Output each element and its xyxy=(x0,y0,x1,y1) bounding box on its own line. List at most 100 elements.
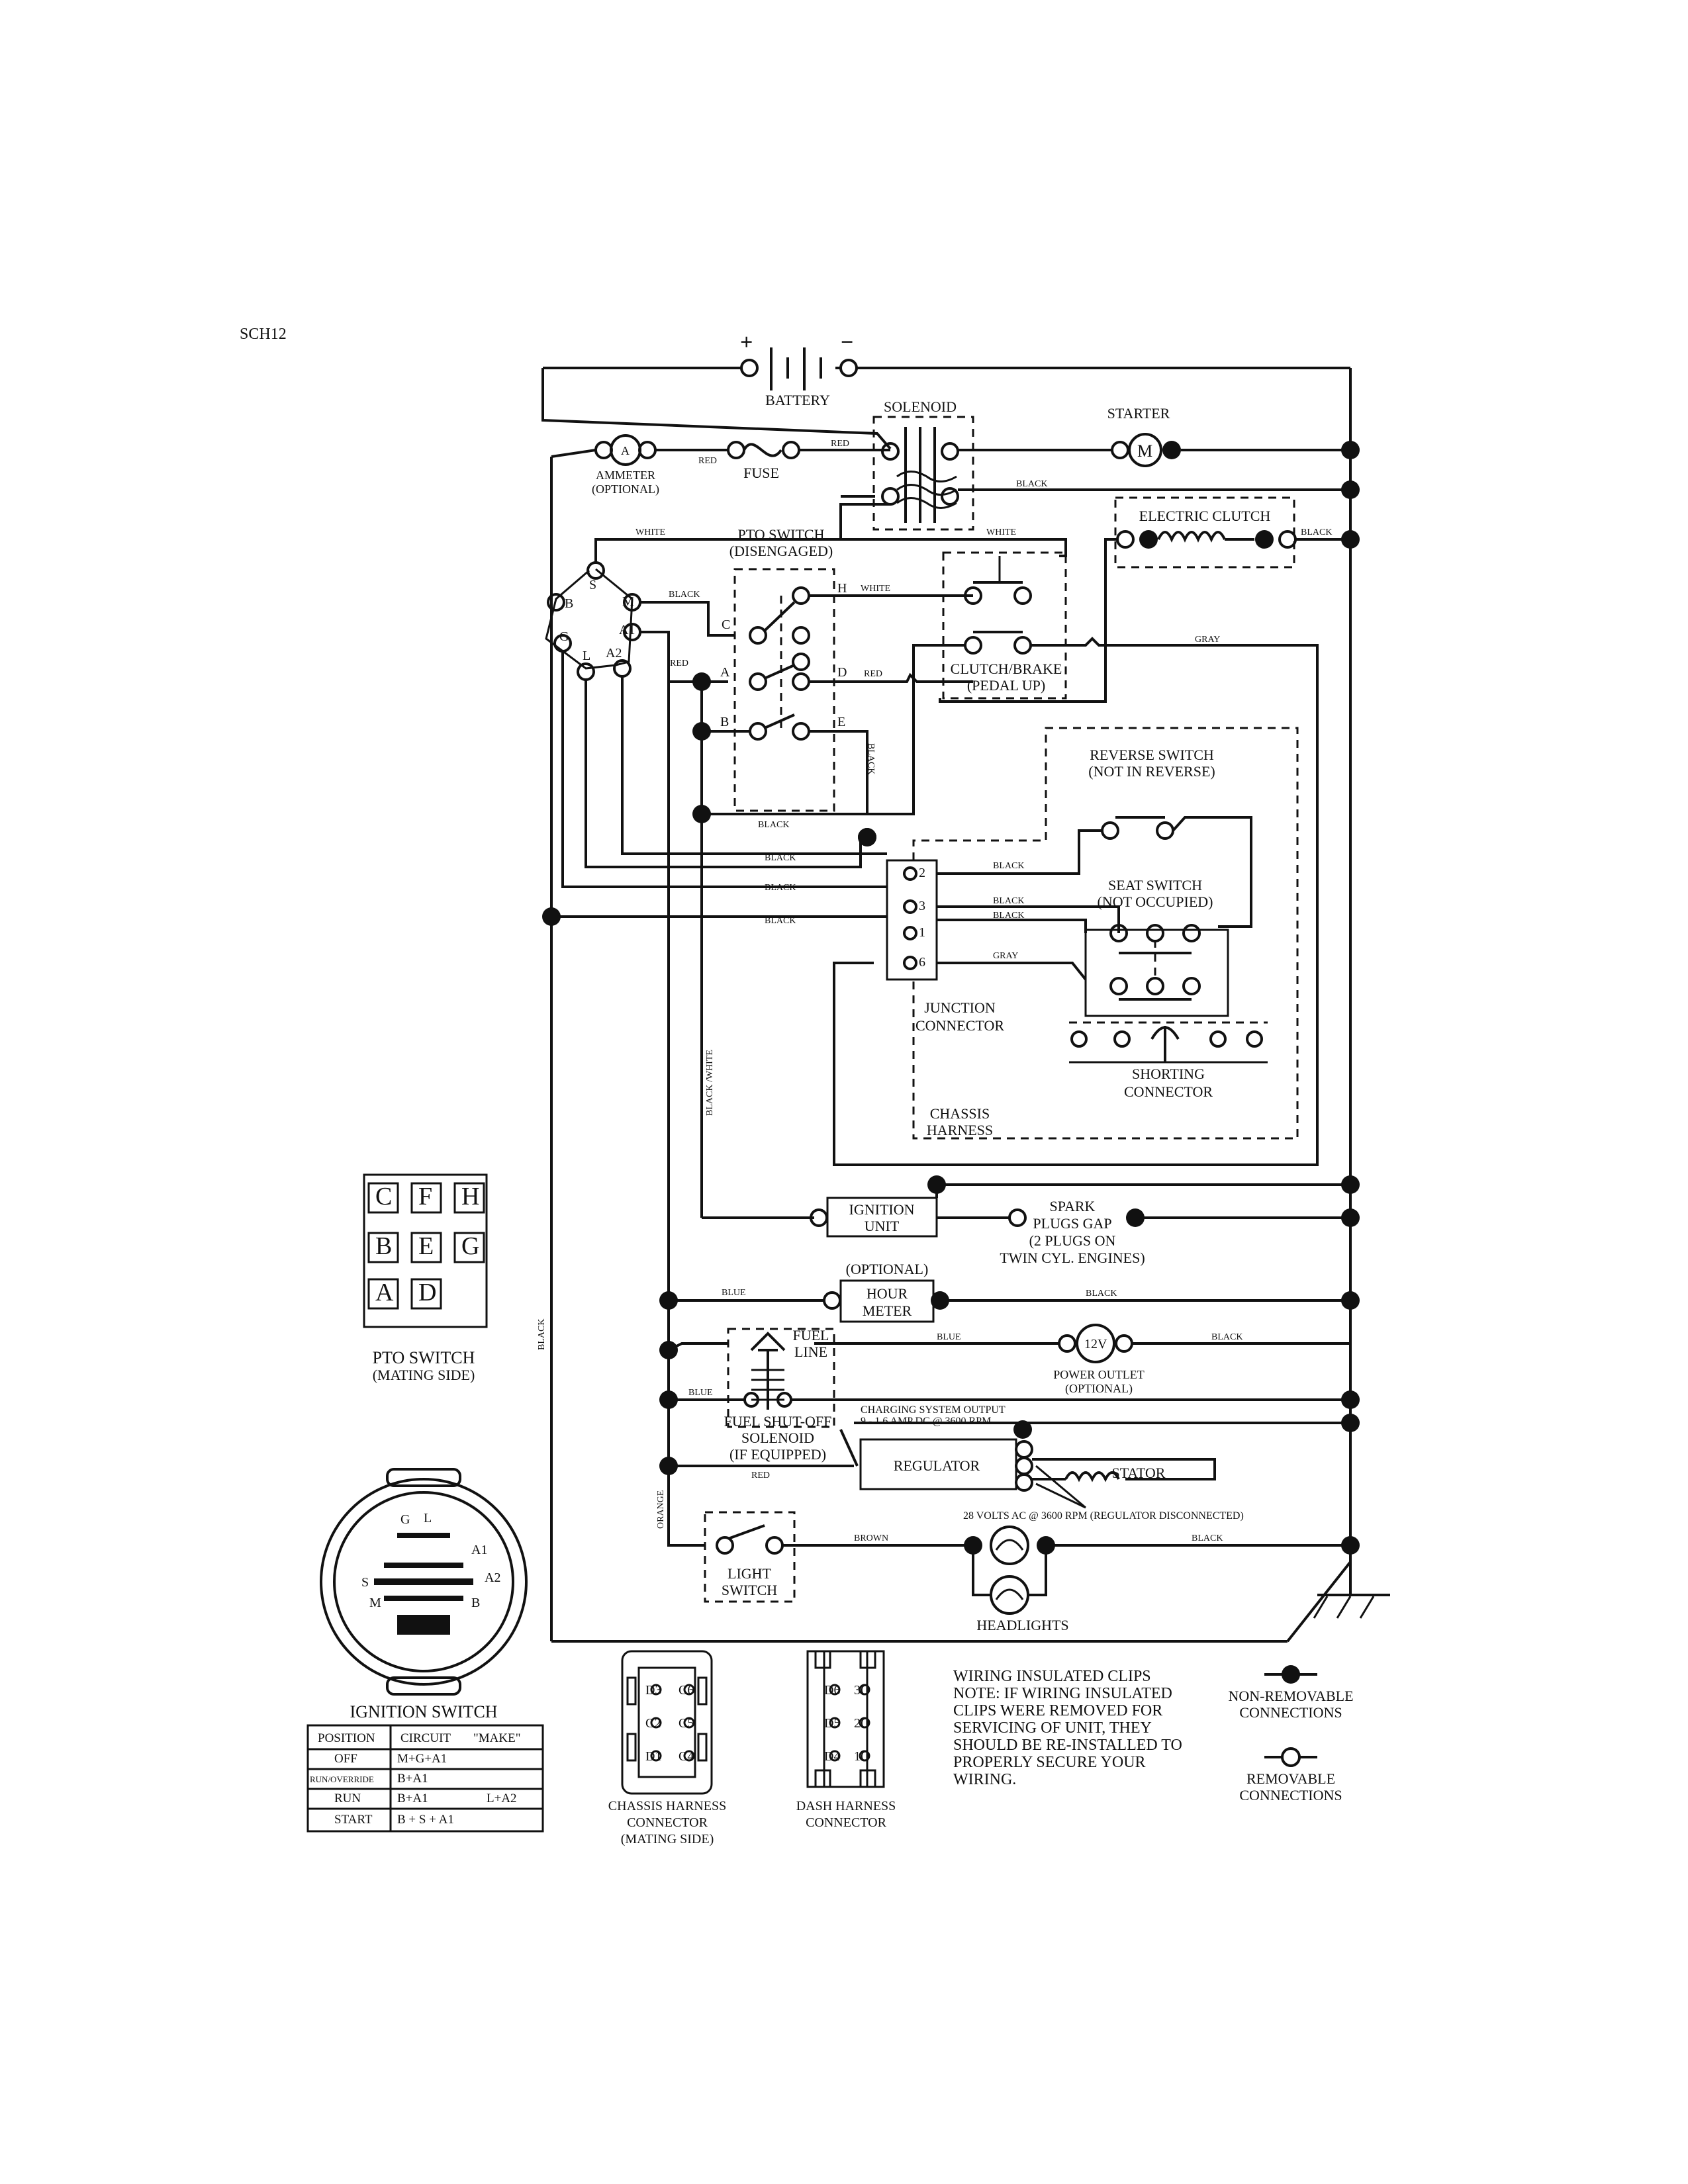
table-header-circuit: CIRCUIT xyxy=(400,1731,451,1745)
wire-label-gray-2: GRAY xyxy=(993,951,1018,961)
connector-pin-label: C4 xyxy=(679,1749,694,1764)
wire-label-black-2: BLACK xyxy=(1301,527,1332,537)
hour-meter-line1: HOUR xyxy=(867,1285,908,1302)
wire-label-black-6: BLACK xyxy=(765,853,796,863)
jc-pin-3: 3 xyxy=(919,899,925,913)
spark-plugs-line4: TWIN CYL. ENGINES) xyxy=(1000,1250,1145,1266)
wire-label-black-9: BLACK xyxy=(537,1319,547,1350)
wire-label-black-15: BLACK xyxy=(1192,1533,1223,1543)
battery-minus: − xyxy=(841,330,853,355)
pto-pin-g: G xyxy=(461,1232,479,1260)
wire-label-red-4: RED xyxy=(864,669,882,679)
note-line7: WIRING. xyxy=(953,1771,1016,1788)
junction-dot xyxy=(1341,441,1360,459)
table-cell: START xyxy=(334,1813,373,1827)
stator: STATOR xyxy=(1032,1458,1216,1482)
note-line2: NOTE: IF WIRING INSULATED xyxy=(953,1685,1172,1702)
note-line3: CLIPS WERE REMOVED FOR xyxy=(953,1702,1162,1719)
wire-label-black-12: BLACK xyxy=(993,911,1024,921)
pto-switch-sub: (DISENGAGED) xyxy=(729,543,833,559)
ignition-switch-label: IGNITION SWITCH xyxy=(350,1702,497,1721)
pto-pin-box xyxy=(367,1278,399,1310)
pto-switch-label: PTO SWITCH xyxy=(738,526,825,543)
light-switch-line1: LIGHT xyxy=(727,1565,772,1582)
wire-label-black-14: BLACK xyxy=(1211,1332,1243,1342)
wire-label-orange: ORANGE xyxy=(656,1490,666,1529)
chassis-connector-line3: (MATING SIDE) xyxy=(621,1832,714,1846)
connector-pin-label: C2 xyxy=(645,1716,661,1731)
legend-non-removable-2: CONNECTIONS xyxy=(1239,1704,1342,1721)
shorting-connector-sub: CONNECTOR xyxy=(1124,1083,1213,1100)
connector-pin-icon xyxy=(859,1750,870,1762)
ign-term-l: L xyxy=(583,649,590,663)
ign-face-g: G xyxy=(400,1512,410,1527)
wire-label-black-13: BLACK xyxy=(1086,1289,1117,1298)
connector-pin-icon xyxy=(829,1750,841,1762)
connector-pin-label: 2C xyxy=(854,1716,869,1731)
legend: NON-REMOVABLE CONNECTIONS REMOVABLE CONN… xyxy=(1228,1665,1354,1803)
ammeter-symbol: A xyxy=(621,444,630,457)
stator-note: 28 VOLTS AC @ 3600 RPM (REGULATOR DISCON… xyxy=(963,1510,1244,1522)
wire-label-blue-1: BLUE xyxy=(722,1288,746,1298)
pto-pin-box xyxy=(410,1232,442,1263)
wire-label-red-2: RED xyxy=(831,439,849,449)
connector-pin-label: D3 xyxy=(645,1683,661,1698)
ignition-switch-wiring: S B M G A1 L A2 xyxy=(545,561,641,681)
table-cell: B+A1 xyxy=(397,1792,428,1805)
table-cell: OFF xyxy=(334,1752,357,1766)
ign-term-a2: A2 xyxy=(606,646,622,660)
wire-label-black-8: BLACK xyxy=(765,916,796,926)
ign-face-l: L xyxy=(424,1511,432,1525)
pto-pin-f: F xyxy=(418,1183,432,1210)
page-label: SCH12 xyxy=(240,326,287,343)
pto-switch: PTO SWITCH (DISENGAGED) C H A D B E xyxy=(720,526,847,812)
table-header-make: "MAKE" xyxy=(473,1731,520,1745)
fuel-line-line1: FUEL xyxy=(793,1327,829,1343)
ign-term-m: M xyxy=(622,594,634,609)
ground-icon xyxy=(1313,1562,1390,1619)
chassis-connector-line2: CONNECTOR xyxy=(627,1815,708,1830)
seat-switch-label: SEAT SWITCH xyxy=(1108,877,1202,893)
jc-pin-1: 1 xyxy=(919,925,925,940)
fuse: FUSE xyxy=(727,441,800,481)
clutch-brake-sub: (PEDAL UP) xyxy=(967,677,1045,694)
wire-label-blue-3: BLUE xyxy=(688,1388,713,1398)
wire-label-black-1: BLACK xyxy=(1016,479,1047,489)
junction-connector-label: JUNCTION xyxy=(924,999,996,1016)
jc-pin-2: 2 xyxy=(919,866,925,880)
dash-connector-line1: DASH HARNESS xyxy=(796,1799,896,1813)
ign-face-a1: A1 xyxy=(471,1543,487,1557)
connector-pin-icon xyxy=(683,1684,695,1696)
chassis-harness-sub: HARNESS xyxy=(927,1122,993,1138)
connector-pin-label: 3C xyxy=(854,1683,869,1698)
wire-label-gray-1: GRAY xyxy=(1195,635,1220,645)
pto-term-a: A xyxy=(720,665,730,680)
connector-pin-icon xyxy=(650,1717,662,1729)
connector-pin-icon xyxy=(650,1750,662,1762)
table-header-position: POSITION xyxy=(318,1731,375,1745)
shorting-connector-label: SHORTING xyxy=(1132,1066,1205,1082)
junction-connector: 2 3 1 6 JUNCTION CONNECTOR xyxy=(886,859,1004,1034)
fuel-solenoid-line2: SOLENOID xyxy=(741,1430,814,1446)
pto-term-c: C xyxy=(722,617,730,632)
pto-term-h: H xyxy=(837,581,847,596)
clutch-brake-label: CLUTCH/BRAKE xyxy=(951,660,1062,677)
ignition-switch-face: G L A1 A2 S M B IGNITION SWITCH xyxy=(320,1468,528,1721)
pto-pin-b: B xyxy=(375,1232,392,1260)
solenoid: SOLENOID xyxy=(872,398,974,531)
pto-mating-sub: (MATING SIDE) xyxy=(373,1367,475,1383)
ign-term-s: S xyxy=(589,578,596,592)
reverse-switch-label: REVERSE SWITCH xyxy=(1090,747,1214,763)
ammeter-sub: (OPTIONAL) xyxy=(592,482,659,496)
ignition-unit: IGNITION UNIT xyxy=(810,1175,946,1238)
pto-pin-box xyxy=(410,1278,442,1310)
wire-label-black-7: BLACK xyxy=(765,883,796,893)
note-line1: WIRING INSULATED CLIPS xyxy=(953,1668,1151,1685)
connector-pin-label: 1C xyxy=(854,1749,869,1764)
wire-label-red-1: RED xyxy=(698,456,717,466)
